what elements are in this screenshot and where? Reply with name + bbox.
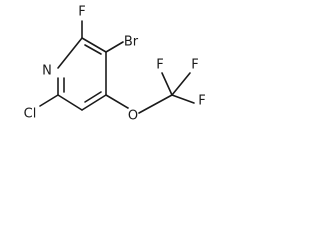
bond-c4-c5-double <box>84 91 102 103</box>
atom-n: N <box>42 64 52 79</box>
atom-f-top: F <box>78 5 85 20</box>
structure-drawing: N F Br Cl O F F F <box>24 5 206 124</box>
bond-c-f3 <box>171 94 195 104</box>
bond-c6-cl <box>39 94 59 107</box>
bond-c5-c6 <box>57 94 83 111</box>
bond-c4-o <box>105 94 129 109</box>
chemical-structure: N F Br Cl O F F F <box>0 0 230 138</box>
bond-c2-c3 <box>81 37 107 53</box>
bond-n-c2 <box>57 37 83 69</box>
bond-c-f2 <box>171 72 191 96</box>
atom-cl: Cl <box>24 107 37 122</box>
atom-f-cf3-3: F <box>198 94 205 109</box>
atom-o: O <box>128 109 138 124</box>
atom-f-cf3-2: F <box>191 58 198 73</box>
bond-c4-c5 <box>81 94 107 111</box>
bond-c-f1 <box>161 72 173 96</box>
bond-o-c <box>138 94 173 114</box>
atom-f-cf3-1: F <box>156 58 163 73</box>
bond-c3-br <box>105 41 124 53</box>
atom-br: Br <box>124 35 139 50</box>
bond-c2-c3-double <box>84 44 102 55</box>
